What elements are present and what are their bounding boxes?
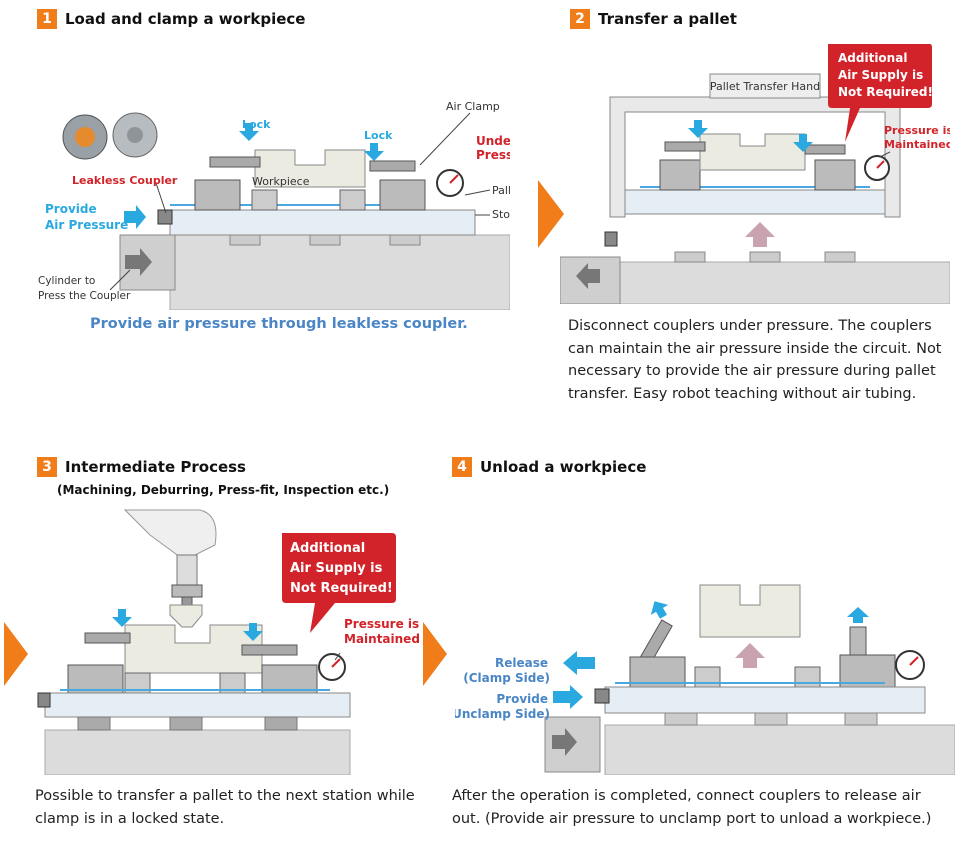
step-2-transfer-hand-label: Pallet Transfer Hand (710, 80, 820, 93)
step-4-clamp-side-label: (Clamp Side) (463, 671, 550, 685)
step-1-provide-label: Provide (45, 202, 97, 216)
step-4-unclamp-side-label: (Unclamp Side) (455, 707, 550, 721)
step-2-callout-line-1: Additional (838, 51, 907, 65)
step-1-title: Load and clamp a workpiece (65, 10, 306, 28)
step-1-pressure-label: Pressure (476, 148, 510, 162)
step-1-under-label: Under (476, 134, 510, 148)
step-1-header: 1 Load and clamp a workpiece (37, 9, 305, 29)
step-1-leakless-coupler-label: Leakless Coupler (72, 174, 178, 187)
arrow-into-3-icon (4, 622, 28, 686)
step-1-pallet-label: Pallet (492, 184, 510, 197)
step-2-header: 2 Transfer a pallet (570, 9, 737, 29)
step-3-diagram: Additional Air Supply is Not Required! P… (37, 509, 420, 775)
step-3-subtitle: (Machining, Deburring, Press-fit, Inspec… (57, 483, 390, 497)
step-1-number: 1 (37, 9, 57, 29)
step-4-number: 4 (452, 457, 472, 477)
step-4-provide-label: Provide (496, 692, 548, 706)
step-4-description: After the operation is completed, connec… (452, 788, 932, 827)
step-3-pressure-is-label: Pressure is (344, 617, 419, 631)
step-3-callout-line-1: Additional (290, 541, 365, 556)
step-3-header: 3 Intermediate Process (37, 457, 246, 477)
step-2-title: Transfer a pallet (598, 10, 737, 28)
step-2-number: 2 (570, 9, 590, 29)
step-1-diagram: Lock Lock Air Clamp Under Pressure Leakl… (38, 100, 510, 310)
step-3-callout-line-3: Not Required! (290, 581, 393, 596)
step-1-air-clamp-label: Air Clamp (446, 100, 500, 113)
step-3-callout-line-2: Air Supply is (290, 561, 383, 576)
step-4-release-label: Release (495, 656, 548, 670)
step-1-caption: Provide air pressure through leakless co… (90, 316, 468, 332)
step-2-pressure-is-label: Pressure is (884, 124, 950, 137)
step-4-header: 4 Unload a workpiece (452, 457, 646, 477)
step-1-stopper-label: Stopper (492, 208, 510, 221)
step-3-number: 3 (37, 457, 57, 477)
arrow-1-to-2-icon (538, 180, 564, 248)
step-1-air-pressure-label: Air Pressure (45, 218, 128, 232)
step-2-diagram: Pallet Transfer Hand Additional Air Supp… (560, 44, 950, 304)
step-4-diagram: Release (Clamp Side) Provide (Unclamp Si… (455, 584, 955, 775)
step-2-callout-line-2: Air Supply is (838, 68, 923, 82)
step-1-lock-right: Lock (364, 129, 393, 142)
step-3-title: Intermediate Process (65, 458, 246, 476)
step-1-lock-left: Lock (242, 118, 271, 131)
step-2-callout-line-3: Not Required! (838, 85, 933, 99)
step-1-workpiece-label: Workpiece (252, 175, 310, 188)
step-4-title: Unload a workpiece (480, 458, 647, 476)
step-2-description: Disconnect couplers under pressure. The … (568, 318, 942, 402)
step-1-cylinder-label-2: Press the Coupler (38, 290, 131, 302)
step-3-description: Possible to transfer a pallet to the nex… (35, 788, 415, 827)
step-2-maintained-label: Maintained (884, 138, 950, 151)
arrow-3-to-4-icon (423, 622, 447, 686)
step-3-maintained-label: Maintained (344, 632, 420, 646)
step-1-cylinder-label-1: Cylinder to (38, 275, 95, 287)
